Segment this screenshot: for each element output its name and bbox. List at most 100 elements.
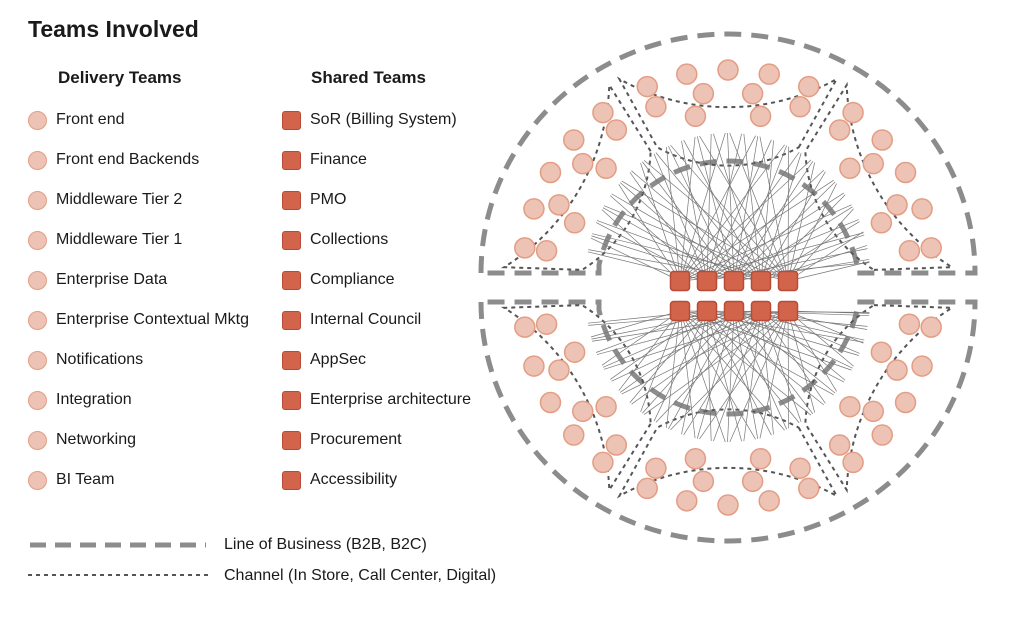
- dependency-line: [683, 139, 762, 282]
- legend-item-label: Notifications: [56, 351, 144, 368]
- delivery-team-node: [676, 490, 698, 512]
- dependency-line: [733, 310, 814, 415]
- dependency-line: [670, 144, 789, 282]
- shared-team-node: [669, 300, 691, 322]
- dependency-line: [706, 133, 712, 282]
- line-of-business-boundary: [478, 31, 978, 276]
- dependency-line: [653, 153, 708, 282]
- delivery-team-node: [717, 59, 739, 81]
- dependency-line: [743, 133, 762, 282]
- channel-boundary: [804, 304, 956, 494]
- delivery-team-node: [572, 152, 594, 175]
- dependency-line: [699, 135, 789, 282]
- dependency-line: [696, 136, 735, 282]
- dependency-line: [706, 169, 824, 282]
- dependency-line: [619, 310, 735, 393]
- delivery-team-node: [548, 194, 570, 216]
- dependency-line: [679, 310, 726, 443]
- delivery-team-node: [911, 198, 933, 220]
- legend-item: Front end Backends: [28, 149, 199, 171]
- dependency-line: [679, 159, 812, 282]
- delivery-team-circle-icon: [28, 350, 47, 370]
- delivery-team-node: [842, 451, 864, 474]
- legend-item-label: Enterprise Contextual Mktg: [56, 311, 249, 328]
- legend-item-label: Middleware Tier 1: [56, 231, 183, 248]
- dependency-line: [787, 183, 837, 282]
- legend-item-label: Integration: [56, 391, 132, 408]
- line-of-business-legend-line: [30, 542, 206, 548]
- delivery-team-circle-icon: [28, 230, 47, 250]
- delivery-team-node: [539, 391, 562, 414]
- delivery-team-node: [871, 424, 893, 446]
- dependency-line: [681, 310, 708, 435]
- line-of-business-legend-label: Line of Business (B2B, B2C): [224, 536, 427, 553]
- dependency-line: [787, 310, 815, 413]
- dependency-line: [610, 195, 708, 282]
- delivery-team-node: [870, 212, 893, 234]
- delivery-team-circle-icon: [28, 470, 47, 490]
- dependency-line: [699, 310, 789, 440]
- delivery-team-node: [605, 119, 628, 141]
- legend-item-label: Collections: [310, 231, 389, 248]
- delivery-team-node: [595, 157, 617, 180]
- dependency-line: [618, 184, 681, 282]
- legend-item-label: Compliance: [310, 271, 395, 288]
- channel-boundary: [616, 76, 840, 167]
- legend-item-label: PMO: [310, 191, 347, 208]
- delivery-team-node: [894, 391, 917, 414]
- channel-legend-label: Channel (In Store, Call Center, Digital): [224, 567, 497, 584]
- delivery-team-node: [563, 424, 585, 446]
- legend-item: Enterprise Data: [28, 269, 167, 291]
- dependency-line: [787, 162, 815, 282]
- delivery-team-node: [645, 96, 667, 118]
- dependency-line: [640, 310, 681, 413]
- delivery-team-node: [758, 63, 780, 85]
- legend-item: BI Team: [28, 469, 114, 491]
- delivery-team-node: [572, 400, 594, 423]
- legend-item: PMO: [282, 189, 346, 211]
- dependency-line: [760, 140, 774, 282]
- legend-item-label: AppSec: [310, 351, 367, 368]
- channel-boundary: [500, 81, 652, 271]
- dependency-line: [706, 151, 800, 282]
- dependency-line: [655, 310, 762, 423]
- delivery-team-node: [692, 82, 715, 105]
- legend-item: Enterprise Contextual Mktg: [28, 309, 249, 331]
- dependency-line: [760, 194, 846, 282]
- dependency-line: [683, 310, 762, 436]
- dependency-line: [679, 310, 834, 396]
- delivery-team-node: [741, 82, 764, 105]
- delivery-team-node: [828, 119, 851, 141]
- shared-team-node: [696, 270, 718, 292]
- dependency-line: [621, 310, 789, 395]
- dependency-line: [679, 136, 696, 282]
- delivery-team-node: [911, 355, 933, 377]
- delivery-team-node: [920, 237, 942, 259]
- shared-team-square-icon: [282, 390, 301, 410]
- legend-item: Middleware Tier 2: [28, 189, 182, 211]
- dependency-line: [706, 310, 742, 442]
- dependency-line: [759, 310, 789, 439]
- legend-item: Compliance: [282, 269, 394, 291]
- dependency-line: [787, 310, 854, 367]
- dependency-line: [729, 310, 789, 443]
- dependency-line: [610, 310, 708, 380]
- legend-item: Enterprise architecture: [282, 389, 471, 411]
- dependency-line: [787, 231, 864, 282]
- shared-team-node: [669, 270, 691, 292]
- dependency-line: [706, 310, 712, 442]
- delivery-team-node: [645, 457, 667, 479]
- delivery-team-node: [758, 490, 780, 512]
- delivery-team-node: [636, 477, 658, 500]
- dependency-line: [629, 310, 708, 403]
- legend-item: AppSec: [282, 349, 366, 371]
- delivery-team-node: [839, 157, 861, 180]
- dependency-line: [760, 153, 802, 282]
- delivery-team-node: [692, 470, 715, 493]
- delivery-team-node: [898, 313, 921, 335]
- delivery-team-node: [749, 105, 772, 128]
- delivery-team-circle-icon: [28, 150, 47, 170]
- dependency-line: [760, 221, 860, 282]
- delivery-team-node: [870, 341, 893, 363]
